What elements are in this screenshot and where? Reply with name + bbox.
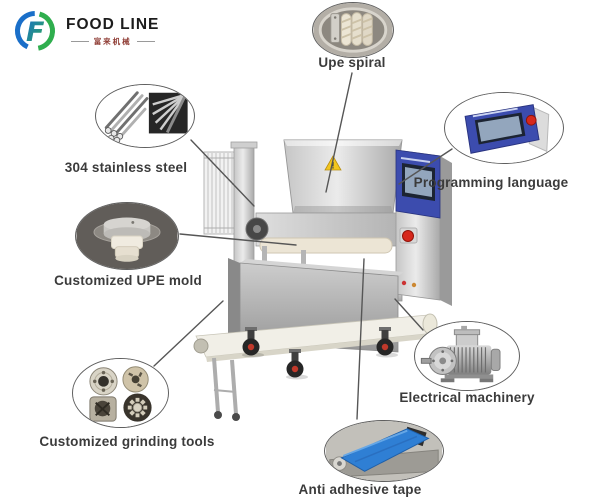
callout-programming-language bbox=[444, 92, 564, 164]
upe-spiral-photo bbox=[313, 3, 393, 57]
callout-upe-mold bbox=[75, 202, 179, 270]
tagline-dash-left bbox=[70, 40, 89, 42]
stainless-steel-photo bbox=[96, 85, 194, 147]
brand-logo-icon: F bbox=[15, 11, 55, 51]
label-grinding-tools: Customized grinding tools bbox=[39, 434, 215, 449]
connector-tape bbox=[356, 258, 365, 420]
svg-text:F: F bbox=[26, 17, 45, 48]
connector-mold bbox=[179, 233, 297, 246]
callout-electrical-machinery bbox=[414, 321, 520, 391]
callout-grinding-tools bbox=[72, 358, 169, 428]
label-upe-mold: Customized UPE mold bbox=[54, 273, 202, 288]
machine-hopper: ! bbox=[283, 139, 403, 214]
connector-grinding bbox=[153, 300, 224, 367]
connector-lines bbox=[153, 72, 453, 420]
panel-red-button bbox=[525, 114, 537, 126]
caster-wheels bbox=[242, 327, 398, 380]
brand-tagline: 富来机械 bbox=[93, 36, 132, 46]
label-programming-language: Programming language bbox=[413, 175, 569, 190]
callout-anti-adhesive-tape bbox=[324, 420, 444, 482]
electric-motor-photo bbox=[415, 322, 519, 390]
label-electrical-machinery: Electrical machinery bbox=[399, 390, 535, 405]
conveyor-tape-photo bbox=[325, 421, 443, 481]
upe-mold-photo bbox=[76, 203, 178, 269]
emergency-stop-button bbox=[402, 230, 414, 242]
connector-upe-spiral bbox=[325, 72, 353, 193]
control-cabinet bbox=[395, 149, 452, 306]
connector-electrical bbox=[394, 298, 424, 331]
tagline-dash-right bbox=[136, 40, 155, 42]
brand-name: FOOD LINE bbox=[66, 15, 160, 33]
brand-tagline-row: 富来机械 bbox=[70, 36, 155, 47]
grinding-tools-photo bbox=[73, 359, 168, 427]
label-anti-adhesive-tape: Anti adhesive tape bbox=[298, 482, 422, 497]
callout-upe-spiral bbox=[312, 2, 394, 58]
connector-stainless bbox=[190, 139, 255, 207]
svg-text:!: ! bbox=[332, 161, 335, 171]
label-stainless-steel: 304 stainless steel bbox=[64, 160, 188, 175]
brand-logo: F FOOD LINE 富来机械 bbox=[12, 8, 159, 54]
label-upe-spiral: Upe spiral bbox=[318, 55, 386, 70]
callout-stainless-steel bbox=[95, 84, 195, 148]
connector-programming bbox=[398, 148, 453, 185]
control-panel-photo bbox=[445, 93, 563, 163]
wire-guard bbox=[203, 151, 235, 235]
